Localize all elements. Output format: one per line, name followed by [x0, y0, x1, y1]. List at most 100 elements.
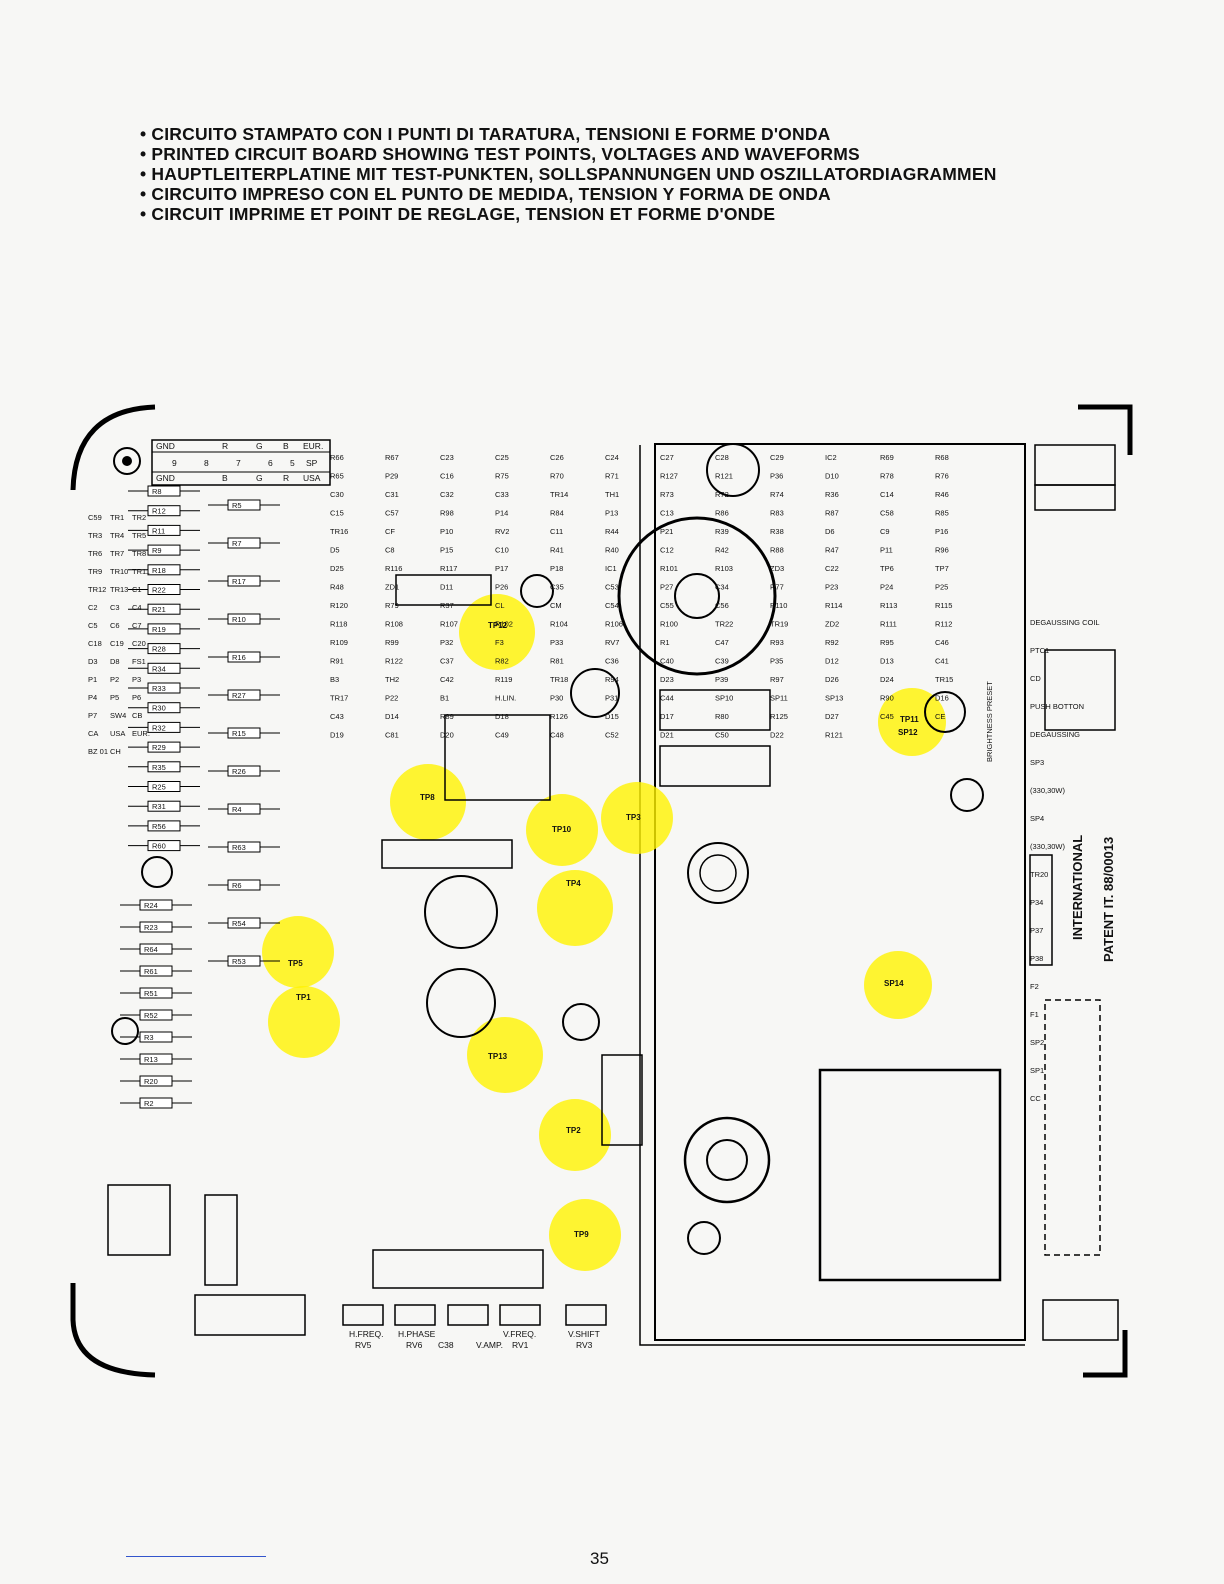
- resistor-label: R26: [232, 767, 246, 776]
- resistor-label: R34: [152, 664, 166, 673]
- label-r91: R91: [330, 657, 344, 666]
- label-p26: P26: [495, 583, 508, 592]
- resistor-body: [227, 765, 261, 777]
- board-corner-bottom-left: [70, 1283, 156, 1378]
- connector-bottom-b: B: [222, 473, 228, 483]
- resistor-body: [147, 721, 181, 733]
- label-tp7: TP7: [935, 564, 949, 573]
- resistor-label: R27: [232, 691, 246, 700]
- label-tr16: TR16: [330, 527, 348, 536]
- resistor-label: R51: [144, 989, 158, 998]
- resistor-r2: R2: [120, 1097, 192, 1109]
- label-ce: CE: [935, 712, 945, 721]
- control-v-freq[interactable]: [499, 1304, 541, 1326]
- control-h-freq[interactable]: [342, 1304, 384, 1326]
- test-point-highlights: [262, 594, 946, 1271]
- resistor-body: [139, 1053, 173, 1065]
- resistor-r28: R28: [128, 643, 200, 655]
- label-degaussing: DEGAUSSING: [1030, 730, 1080, 739]
- resistor-body: [147, 781, 181, 792]
- label-r83: R83: [770, 509, 784, 518]
- label-sp11: SP11: [770, 694, 788, 703]
- connector-cc: [1042, 1299, 1119, 1341]
- highlight-tp3: [601, 782, 673, 854]
- label-p34: P34: [1030, 898, 1043, 907]
- control-v-amp[interactable]: [447, 1304, 489, 1326]
- label-c49: C49: [495, 731, 509, 740]
- resistor-r7: R7: [208, 537, 280, 549]
- label-p13: P13: [605, 509, 618, 518]
- label-r79: R79: [385, 601, 399, 610]
- highlight-tp12: [459, 594, 535, 670]
- label-p7: P7: [88, 711, 97, 720]
- label-c24: C24: [605, 453, 619, 462]
- label-c47: C47: [715, 638, 729, 647]
- page-number: 35: [590, 1549, 609, 1568]
- label-r120: R120: [330, 601, 348, 610]
- connector-pin-5: 5: [290, 458, 295, 468]
- connector-cl: [659, 689, 771, 731]
- potentiometer-rv7: [924, 691, 966, 733]
- label-p10: P10: [440, 527, 453, 536]
- label-r42: R42: [715, 546, 729, 555]
- board-corner-bottom-right: [1083, 1330, 1128, 1378]
- label-c57: C57: [385, 509, 399, 518]
- left-resistor-column: R8R12R11R9R18R22R21R19R28R34R33R30R32R29…: [120, 485, 280, 1109]
- label-r47: R47: [825, 546, 839, 555]
- label-c7: C7: [132, 621, 142, 630]
- control-v-shift[interactable]: [565, 1304, 607, 1326]
- highlight-tp8: [390, 764, 466, 840]
- connector-bottom-g: G: [256, 473, 263, 483]
- label-r104: R104: [550, 620, 568, 629]
- connector-top-b: B: [283, 441, 289, 451]
- label-c29: C29: [770, 453, 784, 462]
- label-d16: D16: [935, 694, 949, 703]
- label-c45: C45: [880, 712, 894, 721]
- label-r71: R71: [605, 472, 619, 481]
- control-h-phase[interactable]: [394, 1304, 436, 1326]
- label-r73: R73: [660, 490, 674, 499]
- resistor-body: [139, 921, 173, 933]
- coil-b1: [687, 842, 749, 904]
- resistor-r12: R12: [128, 505, 200, 517]
- label-tr8: TR8: [132, 549, 146, 558]
- label-p2: P2: [110, 675, 119, 684]
- label-d25: D25: [330, 564, 344, 573]
- resistor-body: [227, 689, 261, 701]
- label-d5: D5: [330, 546, 340, 555]
- resistor-r13: R13: [120, 1053, 192, 1065]
- label-d17: D17: [660, 712, 674, 721]
- label-cl: CL: [495, 601, 505, 610]
- label-b3: B3: [330, 675, 339, 684]
- label-d24: D24: [880, 675, 894, 684]
- label-r85: R85: [935, 509, 949, 518]
- label-c30: C30: [330, 490, 344, 499]
- label-cc: CC: [1030, 1094, 1041, 1103]
- label-c27: C27: [660, 453, 674, 462]
- label-rv2: RV2: [495, 527, 509, 536]
- resistor-r23: R23: [120, 921, 192, 933]
- resistor-r6: R6: [208, 879, 280, 891]
- heading-german: HAUPTLEITERPLATINE MIT TEST-PUNKTEN, SOL…: [140, 164, 1140, 184]
- resistor-label: R18: [152, 566, 166, 575]
- label-c13: C13: [660, 509, 674, 518]
- label-r119: R119: [495, 675, 512, 684]
- capacitor-c52: [1034, 484, 1116, 511]
- test-point-tp3: TP3: [626, 813, 641, 822]
- label-r80: R80: [715, 712, 729, 721]
- resistor-r22: R22: [128, 584, 200, 595]
- label-c48: C48: [550, 731, 564, 740]
- resistor-body: [139, 1097, 173, 1109]
- capacitor-c57: [426, 968, 496, 1038]
- label-r88: R88: [770, 546, 784, 555]
- resistor-label: R35: [152, 763, 166, 772]
- patent-number: PATENT IT. 88/00013: [1101, 837, 1116, 962]
- label-c15: C15: [330, 509, 344, 518]
- label-c6: C6: [110, 621, 120, 630]
- connector-ca: [194, 1294, 306, 1336]
- highlight-tp11: [878, 688, 946, 756]
- resistor-label: R23: [144, 923, 158, 932]
- heading-spanish: CIRCUITO IMPRESO CON EL PUNTO DE MEDIDA,…: [140, 184, 1140, 204]
- patent-title: INTERNATIONAL: [1070, 835, 1085, 940]
- label-r108: R108: [385, 620, 403, 629]
